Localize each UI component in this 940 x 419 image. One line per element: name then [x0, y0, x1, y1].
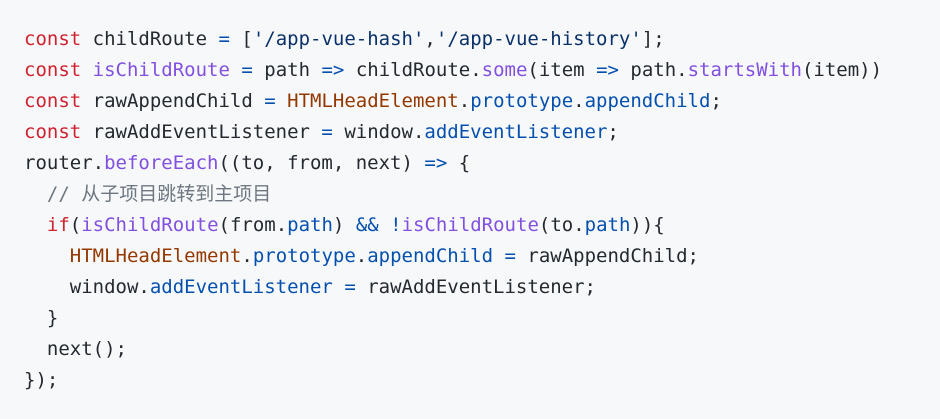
- property-token: path: [287, 214, 333, 236]
- code-line: });: [24, 365, 940, 396]
- code-token: ,: [424, 28, 436, 50]
- code-token: [230, 59, 241, 81]
- code-token: ];: [641, 28, 665, 50]
- operator-token: =: [504, 245, 516, 267]
- keyword-token: if: [46, 214, 70, 236]
- code-token: ): [332, 214, 356, 236]
- code-line: const childRoute = ['/app-vue-hash','/ap…: [24, 24, 940, 55]
- code-token: [24, 214, 47, 236]
- function-name-token: isChildRoute: [401, 214, 539, 236]
- code-line: HTMLHeadElement.prototype.appendChild = …: [24, 241, 940, 272]
- code-token: .: [355, 245, 368, 267]
- code-token: router.: [24, 152, 105, 174]
- code-line: // 从子项目跳转到主项目: [24, 179, 940, 210]
- operator-token: =: [264, 90, 276, 112]
- operator-token: !: [390, 214, 402, 236]
- code-line: if(isChildRoute(from.path) && !isChildRo…: [24, 210, 940, 241]
- code-token: [379, 214, 390, 236]
- code-token: rawAddEventListener: [81, 121, 322, 143]
- keyword-token: const: [24, 59, 82, 81]
- function-name-token: startsWith: [687, 59, 802, 81]
- code-token: [24, 245, 70, 267]
- code-line: next();: [24, 334, 940, 365]
- keyword-token: const: [24, 121, 82, 143]
- operator-token: =>: [596, 59, 619, 81]
- operator-token: =>: [424, 152, 448, 174]
- code-token: path.: [618, 59, 688, 81]
- keyword-token: const: [24, 90, 82, 112]
- code-token: [24, 183, 47, 205]
- code-token: .: [241, 245, 253, 267]
- code-token: [276, 90, 287, 112]
- code-token: .: [458, 90, 471, 112]
- code-line: }: [24, 303, 940, 334]
- code-token: childRoute.: [344, 59, 482, 81]
- code-line: const isChildRoute = path => childRoute.…: [24, 55, 940, 86]
- string-token: '/app-vue-history': [435, 28, 642, 50]
- property-token: appendChild: [584, 90, 711, 112]
- code-token: window.: [24, 276, 150, 298]
- class-name-token: HTMLHeadElement: [69, 245, 242, 267]
- code-token: .: [573, 90, 585, 112]
- code-token: (item)): [801, 59, 883, 81]
- code-line: const rawAddEventListener = window.addEv…: [24, 117, 940, 148]
- code-token: (from.: [218, 214, 288, 236]
- code-token: ;: [710, 90, 722, 112]
- code-token: (item: [527, 59, 597, 81]
- code-token: childRoute: [81, 28, 219, 50]
- code-token: rawAddEventListener;: [355, 276, 596, 298]
- code-token: )){: [630, 214, 665, 236]
- code-line: const rawAppendChild = HTMLHeadElement.p…: [24, 86, 940, 117]
- operator-token: =: [218, 28, 230, 50]
- property-token: prototype: [252, 245, 356, 267]
- property-token: prototype: [470, 90, 574, 112]
- code-token: }: [24, 307, 59, 329]
- code-token: (to.: [538, 214, 585, 236]
- property-token: addEventListener: [149, 276, 333, 298]
- code-token: [493, 245, 504, 267]
- property-token: path: [584, 214, 631, 236]
- function-name-token: some: [481, 59, 528, 81]
- operator-token: =>: [321, 59, 345, 81]
- code-token: (: [69, 214, 82, 236]
- code-token: rawAppendChild: [81, 90, 265, 112]
- code-token: ((to, from, next): [218, 152, 425, 174]
- code-token: [81, 59, 92, 81]
- code-line: router.beforeEach((to, from, next) => {: [24, 148, 940, 179]
- code-token: [333, 276, 344, 298]
- class-name-token: HTMLHeadElement: [287, 90, 459, 112]
- property-token: addEventListener: [424, 121, 608, 143]
- operator-token: &&: [355, 214, 379, 236]
- keyword-token: const: [24, 28, 82, 50]
- code-token: });: [24, 369, 59, 391]
- function-name-token: isChildRoute: [92, 59, 230, 81]
- string-token: '/app-vue-hash': [252, 28, 425, 50]
- code-token: rawAppendChild;: [515, 245, 699, 267]
- code-token: [: [229, 28, 253, 50]
- operator-token: =: [241, 59, 253, 81]
- code-line: window.addEventListener = rawAddEventLis…: [24, 272, 940, 303]
- property-token: appendChild: [367, 245, 494, 267]
- operator-token: =: [321, 121, 333, 143]
- code-token: window.: [332, 121, 425, 143]
- code-token: path: [252, 59, 322, 81]
- code-token: {: [447, 152, 471, 174]
- code-token: ;: [607, 121, 619, 143]
- function-name-token: isChildRoute: [81, 214, 219, 236]
- function-name-token: beforeEach: [104, 152, 219, 174]
- operator-token: =: [344, 276, 356, 298]
- comment-token: // 从子项目跳转到主项目: [46, 183, 272, 205]
- code-token: next();: [24, 338, 127, 360]
